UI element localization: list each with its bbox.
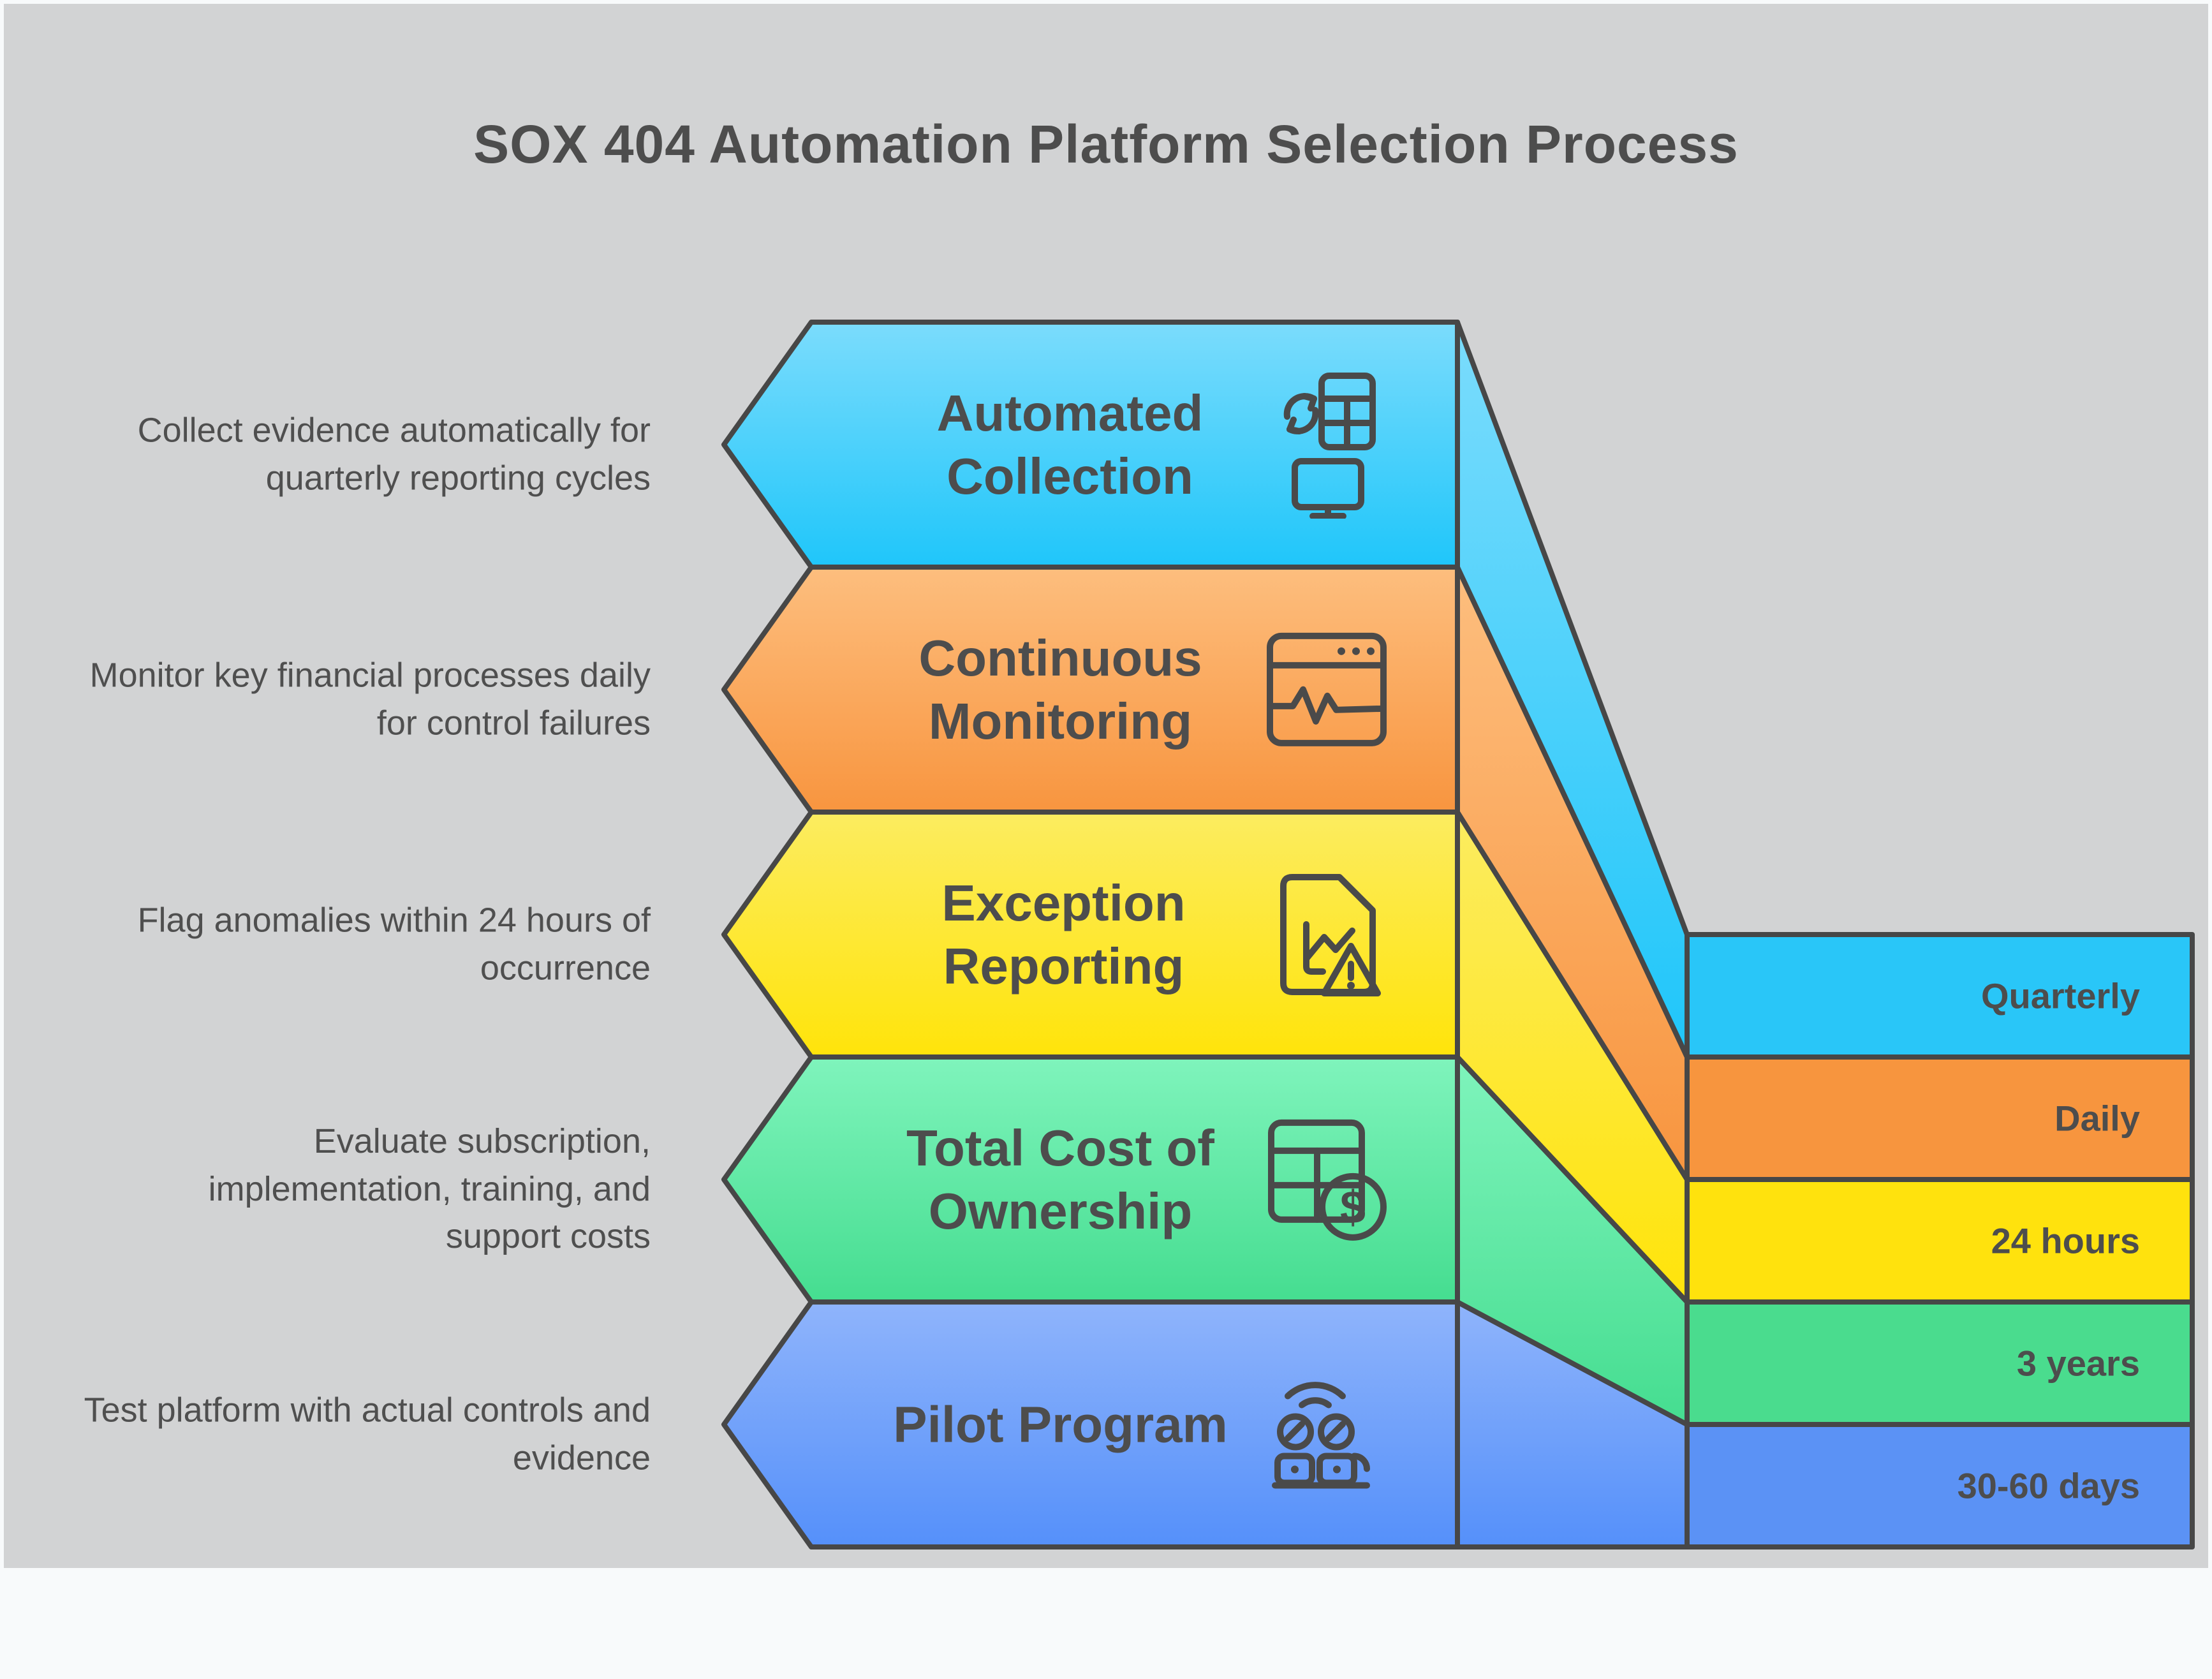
step-label-row-2: Continuous Monitoring	[811, 626, 1457, 753]
step-value-5: 30-60 days	[1957, 1465, 2140, 1506]
step-bar-3	[1685, 1177, 2195, 1305]
step-bar-1	[1685, 932, 2195, 1060]
step-label-5: Pilot Program	[893, 1396, 1228, 1453]
step-description-1: Collect evidence automatically for quart…	[137, 411, 651, 497]
step-label-4: Total Cost of Ownership	[906, 1119, 1214, 1239]
step-description-3: Flag anomalies within 24 hours of occurr…	[137, 901, 651, 987]
svg-text:$: $	[1339, 1182, 1365, 1233]
step-value-4: 3 years	[2016, 1343, 2140, 1384]
spreadsheet-dollar-icon: $	[1267, 1119, 1387, 1241]
step-label-2: Continuous Monitoring	[918, 629, 1202, 750]
activity-window-icon	[1266, 633, 1387, 746]
step-value-2: Daily	[2054, 1098, 2140, 1139]
step-description-2: Monitor key financial processes daily fo…	[89, 656, 651, 742]
step-label-1: Automated Collection	[936, 384, 1204, 505]
step-description-4: Evaluate subscription, implementation, t…	[208, 1122, 651, 1256]
robot-wifi-icon	[1271, 1382, 1370, 1489]
step-arrow-2	[721, 565, 1460, 815]
step-description-5: Test platform with actual controls and e…	[84, 1391, 651, 1477]
step-value-3: 24 hours	[1991, 1220, 2140, 1261]
step-arrow-3	[721, 810, 1460, 1060]
step-label-row-1: Automated Collection	[811, 371, 1457, 519]
step-bar-5	[1685, 1422, 2195, 1550]
page-title: SOX 404 Automation Platform Selection Pr…	[473, 114, 1739, 174]
step-label-row-3: Exception Reporting	[811, 871, 1457, 998]
step-label-row-5: Pilot Program	[811, 1359, 1457, 1490]
step-arrow-1	[721, 320, 1460, 570]
step-arrow-4	[721, 1054, 1460, 1305]
step-value-1: Quarterly	[1981, 975, 2140, 1016]
step-label-row-4: Total Cost of Ownership $	[811, 1116, 1457, 1243]
sync-table-monitor-icon	[1283, 373, 1376, 519]
step-bar-4	[1685, 1299, 2195, 1427]
step-label-3: Exception Reporting	[941, 874, 1186, 995]
document-warning-icon	[1279, 874, 1381, 996]
step-bar-2	[1685, 1054, 2195, 1182]
